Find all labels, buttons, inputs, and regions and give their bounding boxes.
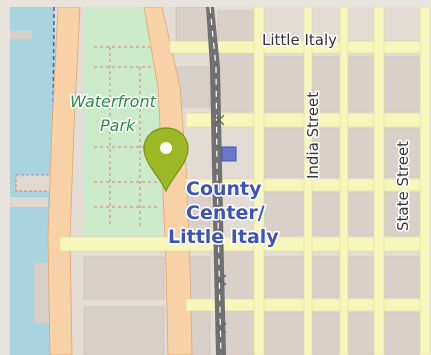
map-pin-icon[interactable] bbox=[143, 127, 189, 193]
pier bbox=[34, 263, 52, 323]
trolley-station-icon[interactable] bbox=[221, 146, 237, 162]
state-street-label: State Street bbox=[394, 141, 412, 231]
pier bbox=[10, 197, 48, 207]
station-label-line3: Little Italy bbox=[168, 226, 279, 248]
station-label-line1: County bbox=[186, 178, 262, 200]
grid-streets bbox=[253, 7, 430, 355]
station-label-line2: Center/ bbox=[186, 202, 265, 224]
harbor-drive bbox=[47, 7, 81, 355]
rail-line bbox=[206, 7, 226, 355]
neighborhood-label: Little Italy bbox=[262, 31, 337, 49]
park-label-line2: Park bbox=[100, 116, 136, 135]
rail-crossing-icons bbox=[213, 114, 227, 334]
rail-centerline bbox=[209, 7, 222, 355]
waterfront-park bbox=[84, 7, 162, 235]
india-street-label: India Street bbox=[304, 92, 322, 179]
pier bbox=[10, 31, 32, 39]
map-view[interactable]: Little Italy Waterfront Park India Stree… bbox=[10, 7, 430, 355]
park-label-line1: Waterfront bbox=[70, 92, 157, 111]
